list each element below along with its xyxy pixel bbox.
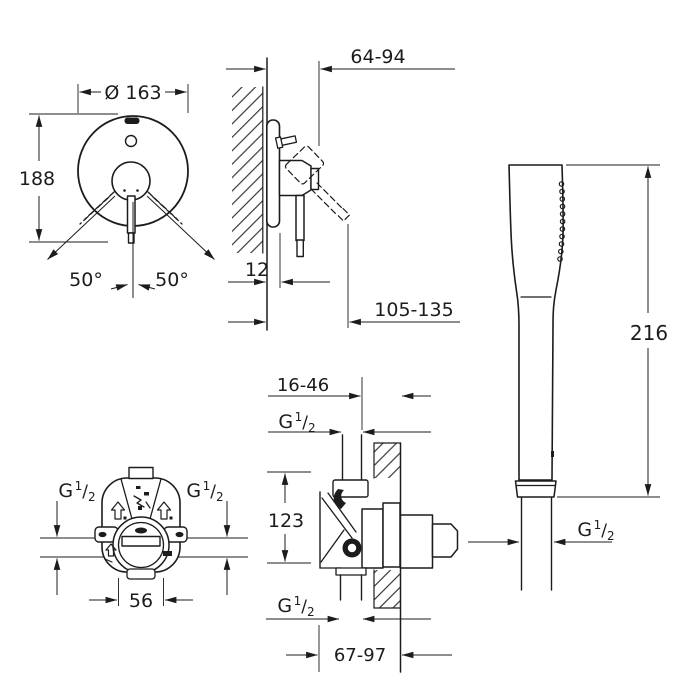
cartridge-bar — [121, 535, 161, 547]
bottom-tab — [126, 568, 156, 580]
hub-dot — [123, 189, 126, 192]
gauge-wedge-line — [120, 478, 133, 520]
dim-install-depth-label: 16-46 — [277, 375, 329, 396]
angle-leg-left — [47, 195, 116, 260]
bracket-brace — [327, 492, 357, 533]
angle-arrow-left — [110, 284, 128, 291]
thread-g: G — [277, 595, 292, 617]
angle-arrow-right — [138, 284, 156, 291]
dim-connection-spacing-label: 123 — [268, 510, 304, 532]
thread-numerator: 1 — [203, 479, 211, 493]
dim-diameter-label: Ø 163 — [104, 82, 161, 104]
connector-nut — [514, 480, 557, 498]
thread-slash: / — [301, 597, 307, 617]
thread-g: G — [577, 519, 592, 541]
top-tab — [128, 466, 154, 480]
wall-hatch — [232, 87, 263, 253]
dim-body-depth-label: 67-97 — [334, 645, 386, 666]
diverter-knob — [274, 135, 298, 149]
hand-shower-outline — [508, 164, 565, 481]
thread-g: G — [278, 411, 293, 433]
flow-direction-arrow-icon — [156, 501, 173, 520]
cartridge-recess-inner — [117, 521, 165, 569]
dim-shower-length-label: 216 — [630, 321, 668, 345]
valve-block — [361, 508, 384, 569]
thread-denominator: 2 — [607, 529, 615, 543]
thread-slash: / — [210, 482, 216, 502]
bracket-brace — [320, 529, 345, 563]
diverter-button — [124, 134, 138, 148]
lever-tip — [127, 232, 135, 244]
thread-numerator: 1 — [295, 410, 303, 424]
lever-side — [295, 194, 305, 242]
lever-side-tip — [296, 239, 305, 258]
bottom-arrow-icon — [104, 543, 117, 563]
handle-hub-side — [310, 167, 320, 191]
thread-numerator: 1 — [294, 594, 302, 608]
gauge-wedge-line — [149, 478, 162, 520]
thread-denominator: 2 — [216, 490, 224, 504]
cartridge-mark — [135, 527, 147, 534]
dim-overall-height-label: 188 — [19, 168, 55, 190]
spray-nozzles-icon — [557, 181, 566, 262]
side-port-left-mark — [98, 531, 107, 538]
clamp-claw — [333, 489, 346, 509]
fixing-screw-center — [347, 543, 357, 553]
dim-cartridge-label: 56 — [129, 590, 153, 612]
thread-denominator: 2 — [308, 421, 316, 435]
wall-hatch — [374, 570, 401, 608]
dim-angle-right-label: 50° — [155, 269, 189, 291]
thread-denominator: 2 — [88, 490, 96, 504]
thread-g: G — [186, 480, 201, 502]
dim-wall-to-lever-label: 105-135 — [374, 299, 453, 321]
cover-plate-side — [265, 119, 281, 228]
trim-front-view: Ø 163 188 50° 50° — [19, 82, 215, 298]
thread-g: G — [58, 480, 73, 502]
wall-sleeve — [382, 502, 401, 568]
dim-angle-left-label: 50° — [69, 269, 103, 291]
lever-handle — [126, 195, 136, 244]
lever-ghost-positions — [79, 191, 183, 225]
lever-shaft — [126, 195, 136, 234]
wall-hatch — [374, 443, 401, 478]
bottom-union — [335, 567, 367, 576]
thread-denominator: 2 — [307, 605, 315, 619]
thread-slash: / — [601, 521, 607, 541]
dim-plate-depth-label: 12 — [245, 259, 269, 281]
protection-cap — [399, 514, 434, 569]
depth-gauge-markings — [133, 486, 151, 510]
brand-logo-mark — [124, 117, 140, 124]
dim-wall-to-handle-label: 64-94 — [350, 46, 405, 68]
handle-nub — [551, 451, 554, 457]
plug-mark — [163, 551, 172, 556]
angle-leg-right — [146, 195, 215, 260]
cartridge-spindle — [431, 523, 459, 558]
thread-numerator: 1 — [594, 518, 602, 532]
thread-slash: / — [82, 482, 88, 502]
thread-slash: / — [302, 413, 308, 433]
handle-hub — [111, 161, 151, 201]
hub-dot — [136, 189, 139, 192]
lever-side-ghost — [284, 145, 351, 222]
trim-side-view: 64-94 12 105-135 — [226, 46, 460, 331]
flow-direction-arrow-icon — [110, 501, 127, 520]
thread-numerator: 1 — [75, 479, 83, 493]
side-port-right-mark — [175, 531, 184, 538]
bracket-brace — [321, 497, 353, 539]
